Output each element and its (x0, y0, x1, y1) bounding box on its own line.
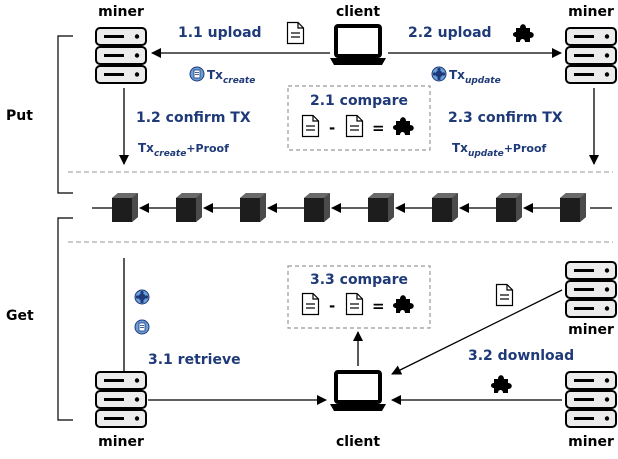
compare-3-3-minus: - (329, 297, 335, 315)
client-bottom-laptop-icon (328, 370, 388, 413)
miner-bottom-right-label: miner (568, 434, 614, 450)
compare-2-1-equals: = (372, 119, 385, 137)
confirm-1-2-label: 1.2 confirm TX (136, 110, 251, 126)
compare-2-1-box (287, 85, 431, 151)
block-4 (304, 193, 330, 222)
download-diagonal-arrow (391, 289, 563, 375)
compare-2-1-doc-b-icon (345, 114, 364, 138)
compare-3-3-doc-b-icon (345, 292, 364, 316)
tx-create-coin-icon (189, 66, 205, 82)
compare-3-3-doc-a-icon (301, 292, 320, 316)
upload-2-2-label: 2.2 upload (408, 25, 492, 41)
miner-top-left-label: miner (98, 4, 144, 20)
get-bracket (57, 217, 73, 421)
upload-document-icon (286, 21, 305, 45)
miner-middle-right-server-icon (564, 260, 618, 319)
put-bracket (57, 35, 73, 194)
download-3-2-label: 3.2 download (468, 348, 574, 364)
proof-update-label: Txupdate+Proof (452, 141, 547, 159)
miner-bottom-right-server-icon (564, 370, 618, 429)
block-8 (560, 193, 586, 222)
put-label: Put (6, 108, 33, 124)
compare-3-3-puzzle-icon (393, 295, 414, 313)
upload-puzzle-icon (513, 24, 534, 42)
retrieve-create-coin-icon (134, 319, 150, 335)
proof-create-label: Txcreate+Proof (138, 141, 229, 159)
compare-3-3-label: 3.3 compare (310, 272, 408, 288)
miner-bottom-left-server-icon (94, 370, 148, 429)
miner-top-right-server-icon (564, 26, 618, 85)
download-document-icon (495, 283, 514, 307)
get-label: Get (6, 308, 34, 324)
download-puzzle-icon (491, 375, 512, 393)
confirm-2-3-label: 2.3 confirm TX (448, 110, 563, 126)
compare-3-3-equals: = (372, 297, 385, 315)
upload-1-1-label: 1.1 upload (178, 25, 262, 41)
compare-2-1-minus: - (329, 119, 335, 137)
compare-3-3-box (287, 265, 431, 329)
compare-2-1-puzzle-icon (393, 117, 414, 135)
compare-2-1-doc-a-icon (301, 114, 320, 138)
client-top-laptop-icon (328, 24, 388, 67)
block-2 (176, 193, 202, 222)
tx-update-coin-icon (431, 66, 447, 82)
tx-update-label: Txupdate (449, 68, 501, 86)
miner-middle-right-label: miner (568, 322, 614, 338)
miner-bottom-left-label: miner (98, 434, 144, 450)
block-6 (432, 193, 458, 222)
compare-2-1-label: 2.1 compare (310, 93, 408, 109)
block-7 (496, 193, 522, 222)
client-top-label: client (336, 4, 380, 20)
block-5 (368, 193, 394, 222)
tx-create-label: Txcreate (207, 68, 255, 86)
miner-top-left-server-icon (94, 26, 148, 85)
client-bottom-label: client (336, 434, 380, 450)
retrieve-3-1-label: 3.1 retrieve (148, 352, 241, 368)
retrieve-update-coin-icon (134, 289, 150, 305)
miner-top-right-label: miner (568, 4, 614, 20)
block-3 (240, 193, 266, 222)
block-1 (112, 193, 138, 222)
